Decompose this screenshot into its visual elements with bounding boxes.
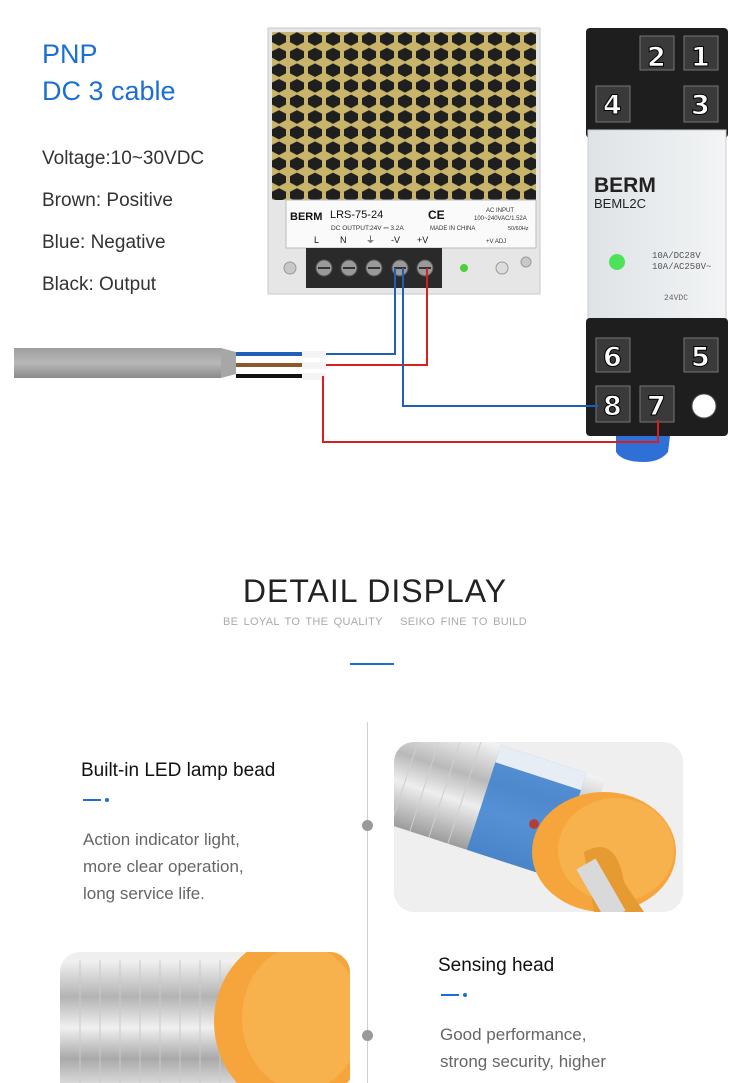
psu-terminal-l: L — [314, 235, 319, 245]
relay-rating-2: 10A/AC250V~ — [652, 262, 711, 272]
psu-adj: +V ADJ — [486, 239, 506, 245]
feature-title-led: Built-in LED lamp bead — [81, 760, 276, 781]
led-sensor-photo — [394, 742, 683, 912]
detail-title: DETAIL DISPLAY — [242, 573, 508, 609]
feature-desc-line: Good performance, — [440, 1025, 587, 1044]
relay-pin-6: 6 — [603, 342, 622, 373]
psu-ac-title: AC INPUT — [486, 208, 514, 214]
sensor-cable — [14, 348, 326, 380]
relay-clip — [616, 436, 670, 462]
relay-pin-1: 1 — [691, 42, 710, 73]
psu-terminal-ground: ⏚ — [366, 235, 375, 246]
relay-coil: 24VDC — [664, 294, 688, 303]
sensing-head-illustration — [60, 952, 350, 1083]
wiring-svg: BERM LRS-75-24 CE DC OUTPUT:24V ⎓ 3.2A A… — [14, 27, 728, 462]
relay-pin-8: 8 — [603, 391, 622, 422]
pnp-title: PNP — [42, 39, 98, 69]
relay-rating-1: 10A/DC28V — [652, 251, 701, 261]
relay-pin-5: 5 — [691, 342, 710, 373]
psu-terminal-n: N — [340, 235, 347, 245]
wiring-diagram-section: PNP DC 3 cable Voltage:10~30VDC Brown: P… — [0, 0, 750, 500]
relay-pin-4: 4 — [603, 90, 622, 121]
relay-model: BEML2C — [594, 196, 646, 211]
feature-desc-line: strong security, higher — [440, 1052, 606, 1071]
feature-desc-line: more clear operation, — [83, 857, 244, 876]
psu-output: DC OUTPUT:24V ⎓ 3.2A — [331, 225, 404, 232]
feature-desc-led: Action indicator light, more clear opera… — [83, 826, 244, 907]
spec-black: Black: Output — [42, 274, 157, 295]
psu-label-plate — [285, 199, 537, 249]
power-supply: BERM LRS-75-24 CE DC OUTPUT:24V ⎓ 3.2A A… — [267, 27, 541, 295]
detail-subtitle-left: BE LOYAL TO THE QUALITY — [223, 616, 383, 628]
relay: 2 1 4 3 BERM BEML2C 10A/DC28V 10A/AC250V… — [586, 28, 728, 462]
psu-model: LRS-75-24 — [330, 209, 383, 221]
detail-subtitle-right: SEIKO FINE TO BUILD — [400, 616, 527, 628]
feature-mark — [441, 993, 467, 997]
psu-terminal-plus: +V — [417, 235, 428, 245]
relay-pin-3: 3 — [691, 90, 710, 121]
detail-subtitle: BE LOYAL TO THE QUALITY SEIKO FINE TO BU… — [0, 616, 750, 628]
title-underline — [350, 663, 394, 665]
psu-ac-input: 100~240VAC/1.52A — [474, 216, 527, 222]
led-sensor-illustration — [394, 742, 683, 912]
spec-voltage: Voltage:10~30VDC — [42, 148, 205, 169]
feature-desc-line: Action indicator light, — [83, 830, 240, 849]
connection-wires — [322, 268, 659, 443]
spec-brown: Brown: Positive — [42, 190, 173, 211]
psu-freq: 50/60Hz — [508, 226, 529, 232]
cable-title: DC 3 cable — [42, 76, 176, 106]
feature-title-sensing: Sensing head — [438, 955, 555, 976]
relay-brand: BERM — [594, 174, 656, 197]
relay-pin-2: 2 — [647, 42, 666, 73]
feature-desc-line: long service life. — [83, 884, 205, 903]
psu-terminal-minus: -V — [391, 235, 400, 245]
psu-ce: CE — [428, 208, 445, 222]
timeline-dot — [362, 820, 373, 831]
psu-brand: BERM — [290, 211, 322, 223]
feature-desc-sensing: Good performance, strong security, highe… — [440, 1021, 606, 1075]
feature-mark — [83, 798, 109, 802]
relay-pin-7: 7 — [647, 391, 666, 422]
timeline-line — [367, 722, 368, 1083]
timeline-dot — [362, 1030, 373, 1041]
psu-made-in: MADE IN CHINA — [430, 226, 475, 232]
sensing-head-photo — [60, 952, 350, 1083]
spec-blue: Blue: Negative — [42, 232, 166, 253]
